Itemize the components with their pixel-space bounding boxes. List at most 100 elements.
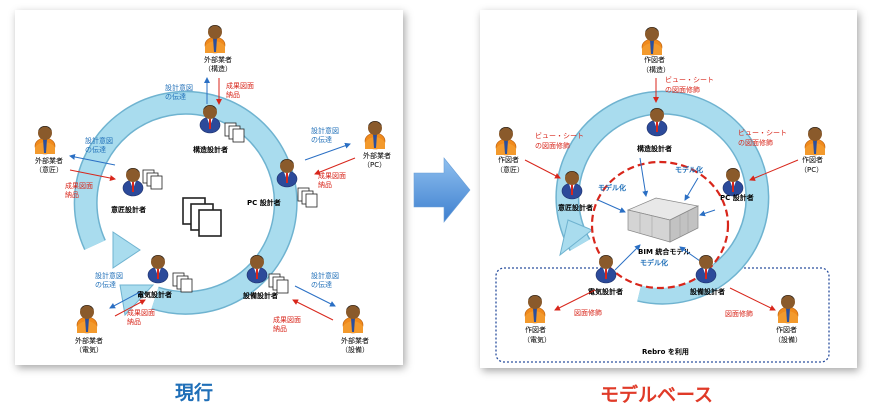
vendor-structure-area: （構造） [204, 64, 232, 73]
vendor-equipment: 外部業者 （設備） [341, 304, 369, 354]
drafter-equipment-name: 作図者 [776, 325, 797, 334]
role-structure-label: 構造設計者 [193, 145, 228, 154]
flow-structure-2: の図面修飾 [665, 85, 700, 94]
cycle-ring [555, 90, 770, 305]
flow-design-intent-2: の伝達 [85, 145, 106, 154]
drafter-equipment-area: （設備） [774, 335, 802, 344]
flow-design-1: ビュー・シート [535, 131, 584, 140]
drafter-pc-area: （PC） [800, 166, 823, 174]
role-design-label: 意匠設計者 [558, 203, 593, 212]
vendor-design: 外部業者 （意匠） [34, 125, 63, 174]
flow-structure: ビュー・シート の図面修飾 [653, 75, 714, 103]
role-equipment-label: 設備設計者 [243, 291, 278, 300]
flow-design: 設計意図 の伝達 成果図面 納品 [65, 136, 116, 199]
flow-pc-deliver-2: 納品 [318, 180, 332, 189]
flow-design-2: の図面修飾 [535, 141, 570, 150]
vendor-structure: 外部業者 （構造） [204, 24, 232, 73]
current-workflow-diagram: 構造設計者 PC 設計者 意匠設計者 電気設計者 設備設計者 外部業者 （構造） [34, 24, 391, 354]
flow-equipment-deliver-2: 納品 [273, 324, 287, 333]
drafter-pc: 作図者 （PC） [800, 126, 826, 174]
role-pc-label: PC 設計者 [247, 198, 281, 207]
current-workflow-panel: 構造設計者 PC 設計者 意匠設計者 電気設計者 設備設計者 外部業者 （構造） [15, 10, 403, 365]
flow-structure-intent-1: 設計意図 [165, 83, 193, 92]
vendor-equipment-name: 外部業者 [341, 336, 369, 345]
role-electrical-label: 電気設計者 [588, 287, 623, 296]
flow-electrical-label: 図面修飾 [574, 308, 602, 317]
center-documents [182, 197, 222, 237]
flow-design: ビュー・シート の図面修飾 [524, 131, 584, 179]
vendor-design-name: 外部業者 [35, 156, 63, 165]
role-electrical: 電気設計者 [588, 254, 623, 296]
rebro-area [495, 267, 830, 363]
flow-structure: 設計意図 の伝達 成果図面 納品 [165, 77, 254, 105]
rebro-label: Rebro を利用 [642, 347, 689, 356]
vendor-equipment-area: （設備） [341, 345, 369, 354]
role-design: 意匠設計者 [558, 170, 593, 212]
flow-equipment-intent-1: 設計意図 [311, 271, 339, 280]
role-pc: PC 設計者 [247, 158, 318, 208]
drafter-structure-name: 作図者 [644, 55, 665, 64]
role-structure: 構造設計者 [637, 107, 672, 153]
flow-electrical-intent-2: の伝達 [95, 280, 116, 289]
role-structure-label: 構造設計者 [637, 144, 672, 153]
cycle-ring [73, 90, 298, 317]
role-electrical: 電気設計者 [137, 254, 193, 299]
vendor-electrical-name: 外部業者 [75, 336, 103, 345]
flow-design-intent-1: 設計意図 [85, 136, 113, 145]
drafter-pc-name: 作図者 [802, 155, 823, 164]
flow-equipment-intent-2: の伝達 [311, 280, 332, 289]
drafter-structure-area: （構造） [642, 65, 670, 74]
drafter-design-name: 作図者 [498, 155, 519, 164]
vendor-pc: 外部業者 （PC） [363, 120, 391, 169]
role-design-label: 意匠設計者 [111, 205, 146, 214]
model-based-workflow-panel: BIM 統合モデル モデル化 モデル化 モデル化 構造設計者 PC 設計者 意匠… [480, 10, 857, 368]
vendor-electrical-area: （電気） [75, 345, 103, 354]
flow-design-deliver-1: 成果図面 [65, 181, 93, 190]
vendor-pc-name: 外部業者 [363, 151, 391, 160]
flow-structure-deliver-1: 成果図面 [226, 81, 254, 90]
flow-design-deliver-2: 納品 [65, 190, 79, 199]
model-label-top: モデル化 [675, 165, 703, 174]
flow-electrical: 設計意図 の伝達 成果図面 納品 [95, 271, 155, 326]
flow-pc-1: ビュー・シート [738, 128, 787, 137]
flow-equipment-deliver-1: 成果図面 [273, 315, 301, 324]
role-equipment: 設備設計者 [690, 254, 725, 296]
flow-pc: ビュー・シート の図面修飾 [738, 128, 799, 181]
flow-equipment: 設計意図 の伝達 成果図面 納品 [273, 271, 339, 333]
role-pc-label: PC 設計者 [720, 193, 754, 202]
flow-pc-intent-2: の伝達 [311, 135, 332, 144]
role-structure: 構造設計者 [193, 104, 245, 154]
drafter-electrical-area: （電気） [523, 335, 551, 344]
flow-pc: 設計意図 の伝達 成果図面 納品 [304, 126, 356, 189]
role-electrical-label: 電気設計者 [137, 290, 172, 299]
drafter-structure: 作図者 （構造） [641, 26, 670, 74]
role-equipment-label: 設備設計者 [690, 287, 725, 296]
vendor-pc-area: （PC） [363, 161, 386, 169]
flow-structure-deliver-2: 納品 [226, 90, 240, 99]
drafter-design: 作図者 （意匠） [495, 126, 524, 174]
drafter-design-area: （意匠） [496, 165, 524, 174]
vendor-structure-name: 外部業者 [204, 55, 232, 64]
flow-electrical-intent-1: 設計意図 [95, 271, 123, 280]
drafter-electrical: 作図者 （電気） [523, 294, 551, 344]
flow-electrical: 図面修飾 [554, 289, 602, 317]
flow-pc-deliver-1: 成果図面 [318, 171, 346, 180]
model-label-left: モデル化 [598, 183, 626, 192]
model-based-workflow-diagram: BIM 統合モデル モデル化 モデル化 モデル化 構造設計者 PC 設計者 意匠… [495, 26, 830, 363]
vendor-design-area: （意匠） [35, 165, 63, 174]
role-design: 意匠設計者 [111, 167, 163, 214]
flow-electrical-deliver-1: 成果図面 [127, 308, 155, 317]
flow-structure-1: ビュー・シート [665, 75, 714, 84]
caption-model-based: モデルベース [600, 384, 714, 406]
bim-model-label: BIM 統合モデル [638, 247, 690, 256]
bim-building-model [626, 197, 700, 243]
vendor-electrical: 外部業者 （電気） [75, 304, 103, 354]
flow-equipment-label: 図面修飾 [725, 309, 753, 318]
transition-arrow [413, 157, 471, 223]
flow-pc-intent-1: 設計意図 [311, 126, 339, 135]
flow-equipment: 図面修飾 [725, 287, 776, 318]
role-equipment: 設備設計者 [243, 254, 289, 300]
role-pc: PC 設計者 [720, 167, 754, 202]
flow-pc-2: の図面修飾 [738, 138, 773, 147]
drafter-electrical-name: 作図者 [525, 325, 546, 334]
